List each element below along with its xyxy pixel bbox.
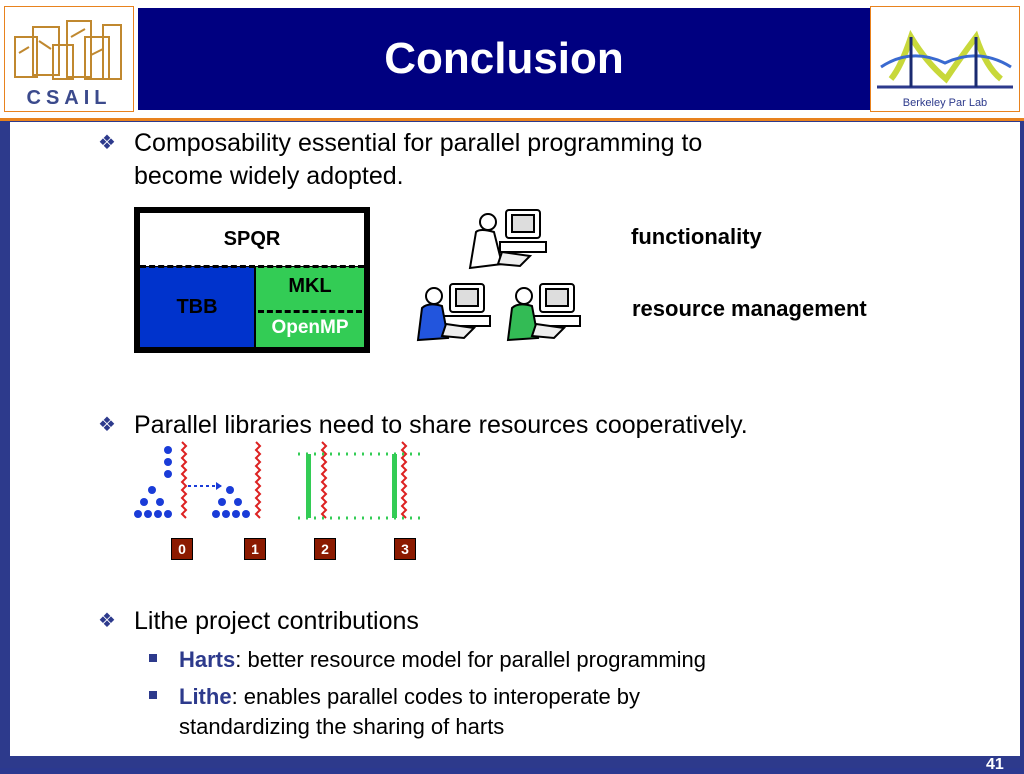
spqr-box: SPQR <box>140 213 364 266</box>
core-0: 0 <box>171 538 193 560</box>
bullet-composability: ❖ Composability essential for parallel p… <box>98 129 703 190</box>
thread-sharing-diagram <box>134 441 422 520</box>
header-divider <box>0 118 1024 121</box>
diamond-bullet-icon: ❖ <box>98 610 116 632</box>
diamond-bullet-icon: ❖ <box>98 132 116 154</box>
core-3: 3 <box>394 538 416 560</box>
functionality-label: functionality <box>631 224 762 249</box>
mkl-openmp-divider <box>258 310 362 313</box>
square-bullet-icon <box>149 654 157 662</box>
core-2: 2 <box>314 538 336 560</box>
core-1: 1 <box>244 538 266 560</box>
diamond-bullet-icon: ❖ <box>98 414 116 436</box>
tbb-box: TBB <box>140 267 254 347</box>
sub-bullet-lithe: Lithe: enables parallel codes to interop… <box>149 682 879 742</box>
page-title: Conclusion <box>384 34 624 83</box>
header: CSAIL Conclusion Berkeley Par Lab <box>0 0 1024 118</box>
spqr-divider <box>140 265 364 268</box>
hardware-thread-squiggles <box>180 441 408 519</box>
green-thread-group <box>298 452 422 520</box>
task-tree-left <box>134 446 172 518</box>
bullet-lithe-contributions: ❖ Lithe project contributions <box>98 605 834 638</box>
svg-text:Berkeley Par Lab: Berkeley Par Lab <box>903 97 987 109</box>
bridge-logo-icon: Berkeley Par Lab <box>877 29 1013 109</box>
svg-text:CSAIL: CSAIL <box>27 87 112 109</box>
bullet-parallel-libraries: ❖ Parallel libraries need to share resou… <box>98 409 894 442</box>
openmp-label: OpenMP <box>271 317 349 338</box>
csail-logo: CSAIL <box>4 6 134 112</box>
people-computers-illustration <box>416 209 581 342</box>
square-bullet-icon <box>149 691 157 699</box>
mkl-label: MKL <box>288 275 332 297</box>
title-band: Conclusion <box>138 8 870 110</box>
page-number: 41 <box>986 756 1004 773</box>
berkeley-par-lab-logo: Berkeley Par Lab <box>870 6 1020 112</box>
person-computer-icon-blue <box>416 283 491 342</box>
csail-buildings-icon: CSAIL <box>14 20 122 109</box>
person-computer-icon-top <box>468 209 547 270</box>
task-tree-right <box>212 486 250 518</box>
sub-bullet-harts: Harts: better resource model for paralle… <box>149 645 879 675</box>
person-computer-icon-green <box>506 283 581 342</box>
library-stack-diagram: SPQR TBB MKL OpenMP <box>134 207 370 353</box>
mkl-openmp-box: MKL OpenMP <box>256 267 364 347</box>
resource-management-label: resource management <box>632 296 867 321</box>
